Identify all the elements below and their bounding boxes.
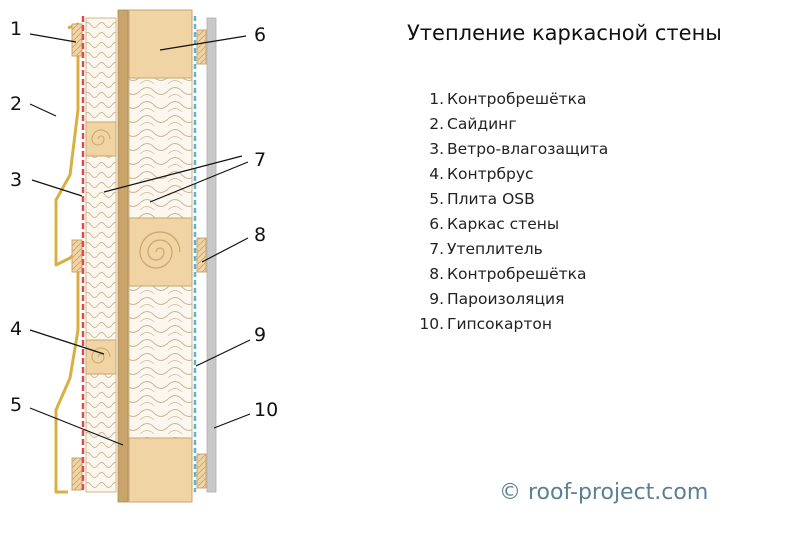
leader-lines xyxy=(29,33,251,446)
legend-number: 8. xyxy=(429,264,444,283)
legend-number: 1. xyxy=(429,89,444,108)
outer-batten-bottom xyxy=(71,457,83,491)
frame-stud-rings xyxy=(139,231,181,269)
legend-number: 6. xyxy=(429,214,444,233)
callout-3: 3 xyxy=(10,169,22,191)
leader-1 xyxy=(29,33,77,43)
leader-4 xyxy=(29,329,105,355)
legend-label: Контрбрус xyxy=(447,164,534,183)
legend-label: Ветро-влагозащита xyxy=(447,139,609,158)
callout-2: 2 xyxy=(10,93,22,115)
legend-number: 10. xyxy=(419,314,444,333)
osb-board xyxy=(117,9,129,503)
legend-item: 10.Гипсокартон xyxy=(414,311,608,336)
callout-6: 6 xyxy=(254,24,266,46)
legend-item: 9.Пароизоляция xyxy=(414,286,608,311)
frame-bottom-plate xyxy=(128,437,193,503)
siding-profile xyxy=(54,22,80,494)
inner-batten-top xyxy=(196,29,207,65)
legend-label: Гипсокартон xyxy=(447,314,553,333)
callout-5: 5 xyxy=(10,394,22,416)
legend-item: 3.Ветро-влагозащита xyxy=(414,136,608,161)
leader-7a xyxy=(103,155,243,193)
legend-item: 4.Контрбрус xyxy=(414,161,608,186)
outer-batten-mid xyxy=(71,239,83,273)
counter-bar-lower xyxy=(85,339,117,375)
legend-item: 8.Контробрешётка xyxy=(414,261,608,286)
callout-8: 8 xyxy=(254,224,266,246)
legend-number: 9. xyxy=(429,289,444,308)
legend-number: 3. xyxy=(429,139,444,158)
legend-label: Контробрешётка xyxy=(447,264,587,283)
legend-label: Плита OSB xyxy=(447,189,535,208)
legend-label: Каркас стены xyxy=(447,214,560,233)
legend-number: 4. xyxy=(429,164,444,183)
legend-item: 5.Плита OSB xyxy=(414,186,608,211)
callout-9: 9 xyxy=(254,324,266,346)
legend-label: Контробрешётка xyxy=(447,89,587,108)
callout-10: 10 xyxy=(254,399,278,421)
counter-bar-upper xyxy=(85,121,117,157)
legend-label: Сайдинг xyxy=(447,114,517,133)
legend-list: 1.Контробрешётка 2.Сайдинг 3.Ветро-влаго… xyxy=(414,86,608,336)
legend-number: 5. xyxy=(429,189,444,208)
leader-10 xyxy=(213,413,251,429)
legend-item: 1.Контробрешётка xyxy=(414,86,608,111)
callout-4: 4 xyxy=(10,318,22,340)
diagram-title: Утепление каркасной стены xyxy=(407,21,722,45)
leader-9 xyxy=(195,339,251,367)
outer-insulation xyxy=(85,17,117,493)
legend-item: 2.Сайдинг xyxy=(414,111,608,136)
outer-batten-top xyxy=(71,23,83,57)
leader-5 xyxy=(29,407,124,446)
leader-6 xyxy=(159,35,247,51)
callout-7: 7 xyxy=(254,149,266,171)
legend-item: 7.Утеплитель xyxy=(414,236,608,261)
leader-2 xyxy=(29,103,57,117)
legend-number: 2. xyxy=(429,114,444,133)
inner-batten-bottom xyxy=(196,453,207,489)
copyright-credit: © roof-project.com xyxy=(499,480,709,505)
frame-top-plate xyxy=(128,9,193,79)
inner-batten-mid xyxy=(196,237,207,273)
legend-label: Пароизоляция xyxy=(447,289,565,308)
leader-3 xyxy=(31,179,83,197)
leader-8 xyxy=(201,237,249,263)
counter-bar-upper-rings xyxy=(91,129,111,146)
frame-stud xyxy=(128,217,193,287)
leader-7b xyxy=(149,161,249,203)
legend-number: 7. xyxy=(429,239,444,258)
counter-bar-lower-rings xyxy=(91,347,111,364)
legend-label: Утеплитель xyxy=(447,239,543,258)
callout-1: 1 xyxy=(10,18,22,40)
legend-item: 6.Каркас стены xyxy=(414,211,608,236)
